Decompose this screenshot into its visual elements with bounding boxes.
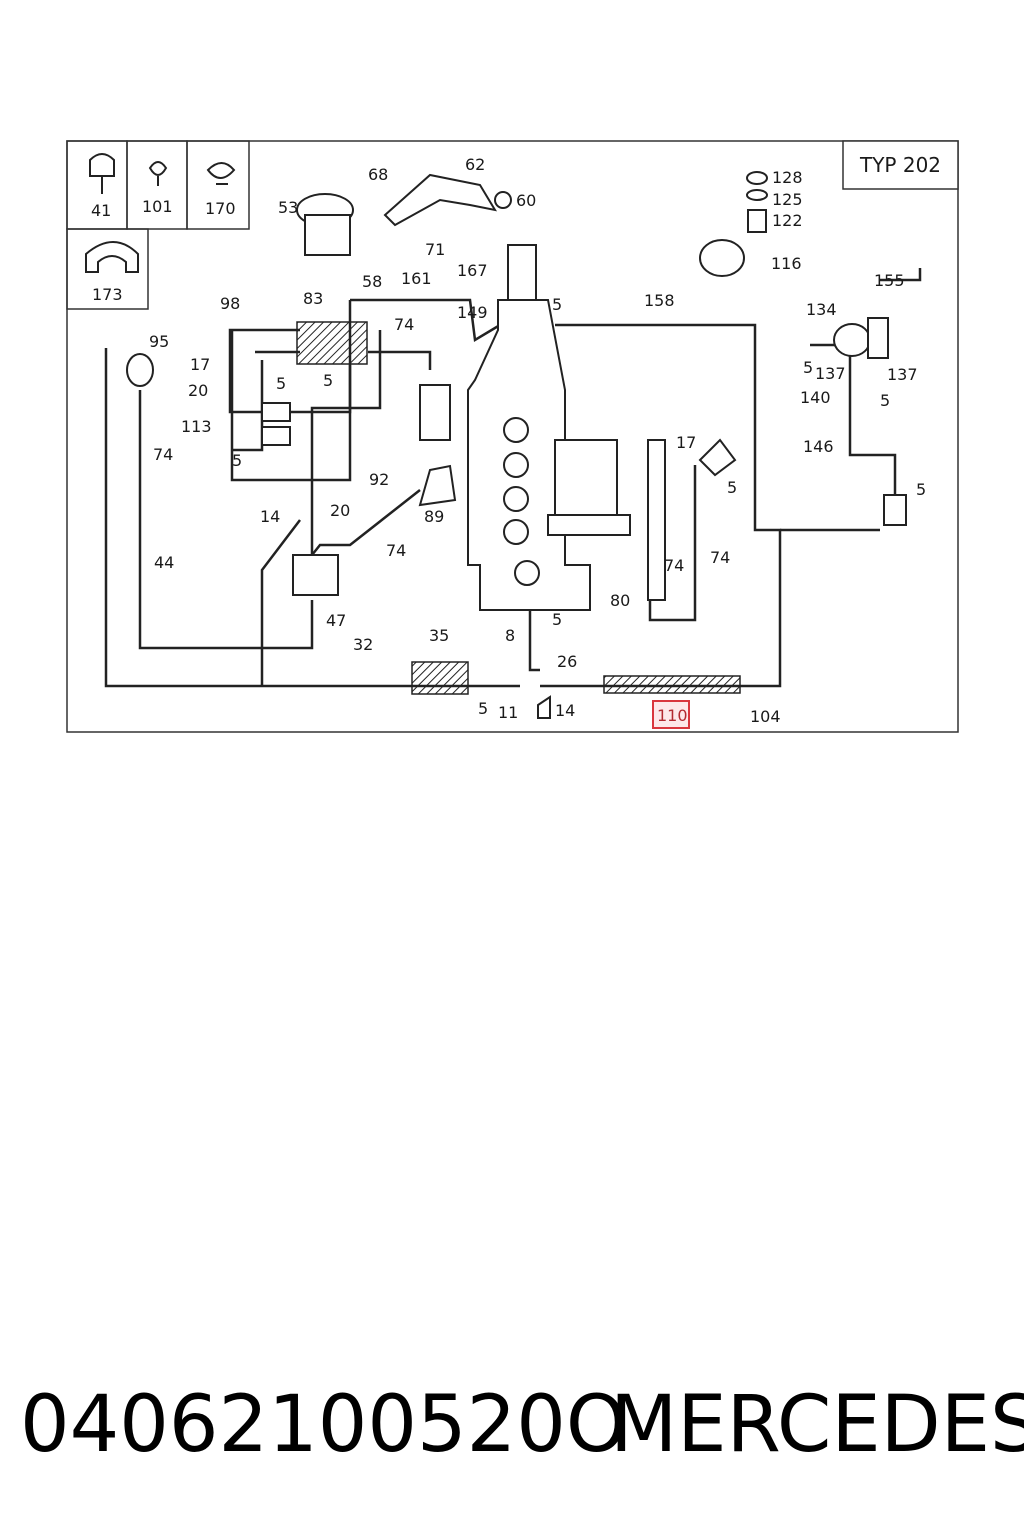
damper-89: [418, 464, 457, 507]
sleeve-110: [603, 675, 741, 694]
callout-5-e: 5: [803, 358, 813, 377]
bracket-plate: [647, 439, 666, 601]
callout-53: 53: [278, 198, 298, 217]
callout-68: 68: [368, 165, 388, 184]
callout-60: 60: [516, 191, 536, 210]
callout-158: 158: [644, 291, 675, 310]
parts-diagram: TYP 202 41 101 170 173: [66, 140, 959, 733]
callout-161: 161: [401, 269, 432, 288]
callout-98: 98: [220, 294, 240, 313]
clip-101-icon: [148, 161, 168, 186]
callout-149: 149: [457, 303, 488, 322]
callout-14-bottom: 14: [555, 701, 575, 720]
callout-122: 122: [772, 211, 803, 230]
switchover-valve-47: [292, 554, 339, 596]
callout-110: 110: [657, 706, 688, 725]
highlight-box-110: [652, 700, 690, 729]
nut-128: [746, 171, 768, 185]
callout-11: 11: [498, 703, 518, 722]
callout-labels: 68 62 60 53 71 58 98 167 161 83 74 149 5…: [149, 155, 926, 729]
bracket-62: [383, 173, 498, 227]
callout-137-right: 137: [887, 365, 918, 384]
injection-pump: [467, 244, 631, 611]
valve-113a: [261, 402, 291, 422]
callout-20-left: 20: [188, 381, 208, 400]
callout-74-right-b: 74: [710, 548, 730, 567]
callout-83: 83: [303, 289, 323, 308]
holder-173-icon: [85, 241, 139, 273]
washer-122: [747, 209, 767, 233]
callout-5-b: 5: [323, 371, 333, 390]
callout-44: 44: [154, 553, 174, 572]
callout-5-f: 5: [880, 391, 890, 410]
callout-92: 92: [369, 470, 389, 489]
sleeve-83: [296, 321, 368, 365]
type-box: [842, 140, 959, 190]
callout-17-left: 17: [190, 355, 210, 374]
legend-boxes: [66, 140, 250, 310]
callout-137-left: 137: [815, 364, 846, 383]
filter-95: [126, 353, 154, 387]
connector-14: [537, 695, 551, 719]
check-valve-right: [883, 494, 907, 526]
callout-80: 80: [610, 591, 630, 610]
callout-14-left: 14: [260, 507, 280, 526]
callout-5-top: 5: [552, 295, 562, 314]
callout-167: 167: [457, 261, 488, 280]
components: [126, 171, 907, 719]
vacuum-pump-134: [833, 323, 871, 357]
legend-label-101: 101: [142, 197, 173, 216]
callout-140: 140: [800, 388, 831, 407]
callout-62: 62: [465, 155, 485, 174]
callout-20-mid: 20: [330, 501, 350, 520]
legend-label-170: 170: [205, 199, 236, 218]
brand-text: MERCEDES: [610, 1380, 1024, 1470]
callout-74-left: 74: [153, 445, 173, 464]
valve-116: [699, 239, 745, 277]
callout-95: 95: [149, 332, 169, 351]
callout-104: 104: [750, 707, 781, 726]
callout-35: 35: [429, 626, 449, 645]
callout-125: 125: [772, 190, 803, 209]
legend-icons: [85, 153, 236, 273]
callout-113: 113: [181, 417, 212, 436]
callout-146: 146: [803, 437, 834, 456]
callout-5-d: 5: [552, 610, 562, 629]
diagram-frame: [66, 140, 959, 733]
clamp-41-icon: [89, 153, 115, 194]
callout-134: 134: [806, 300, 837, 319]
callout-116: 116: [771, 254, 802, 273]
callout-47: 47: [326, 611, 346, 630]
thermo-valve: [419, 384, 451, 441]
legend-label-41: 41: [91, 201, 111, 220]
callout-5-a: 5: [276, 374, 286, 393]
valve-17-right: [698, 438, 737, 477]
callout-128: 128: [772, 168, 803, 187]
nut-60: [494, 191, 512, 209]
callout-74-top: 74: [394, 315, 414, 334]
callout-58: 58: [362, 272, 382, 291]
callout-74-mid: 74: [386, 541, 406, 560]
callout-17-right: 17: [676, 433, 696, 452]
washer-125: [746, 189, 768, 201]
callout-5-g: 5: [916, 480, 926, 499]
callout-32: 32: [353, 635, 373, 654]
part-number-text: 04062100520O: [20, 1380, 628, 1470]
callout-5-right-valve: 5: [727, 478, 737, 497]
type-label: TYP 202: [859, 153, 941, 177]
callout-26: 26: [557, 652, 577, 671]
sleeve-35: [411, 661, 469, 695]
callout-71: 71: [425, 240, 445, 259]
legend-label-173: 173: [92, 285, 123, 304]
callout-5-c: 5: [232, 451, 242, 470]
callout-74-right-a: 74: [664, 556, 684, 575]
valve-113b: [261, 426, 291, 446]
callout-155: 155: [874, 271, 905, 290]
clip-170-icon: [206, 162, 236, 185]
callout-8: 8: [505, 626, 515, 645]
callout-89: 89: [424, 507, 444, 526]
callout-5-bottom: 5: [478, 699, 488, 718]
